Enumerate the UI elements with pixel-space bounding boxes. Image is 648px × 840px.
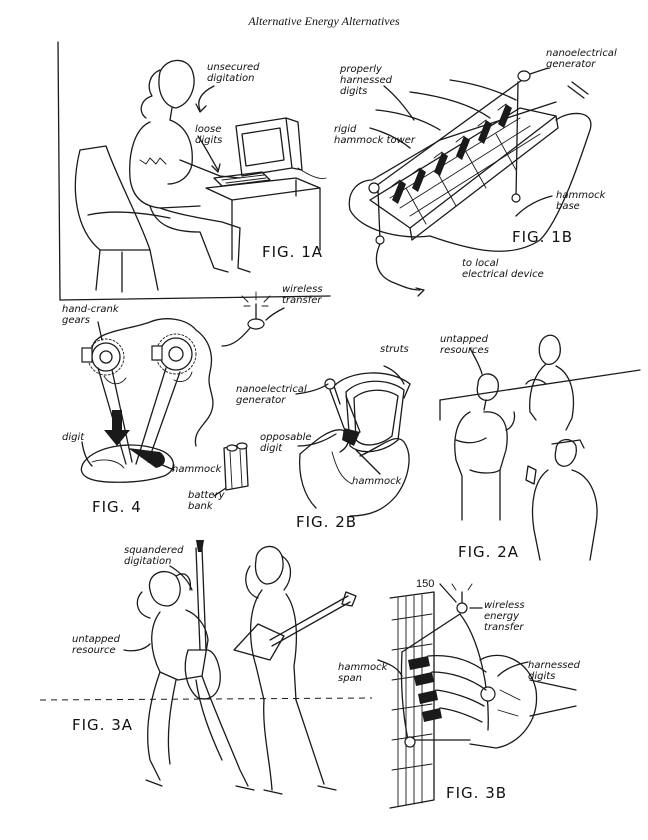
page-title: Alternative Energy Alternatives (248, 14, 400, 28)
label-hammock-fig2b: hammock (352, 476, 402, 487)
label-hammock-fig4: hammock (172, 464, 222, 475)
label-battery-bank: battery bank (188, 490, 225, 512)
fig2a-drawing (439, 334, 641, 561)
caption-fig-1b: FIG. 1B (512, 228, 574, 246)
fig4-drawing (80, 291, 285, 497)
caption-fig-3a: FIG. 3A (72, 716, 134, 734)
label-hand-crank-gears: hand-crank gears (62, 304, 119, 326)
fig3a-drawing (39, 540, 373, 795)
caption-fig-2a: FIG. 2A (458, 543, 520, 561)
label-struts: struts (380, 344, 409, 355)
fig3b-drawing (377, 583, 577, 809)
label-opposable-digit: opposable digit (260, 432, 312, 454)
label-wireless-transfer: wireless transfer (282, 284, 323, 306)
label-unsecured-digitation: unsecured digitation (207, 62, 260, 84)
label-squandered-digitation: squandered digitation (124, 545, 184, 567)
label-rigid-hammock-tower: rigid hammock tower (334, 124, 416, 146)
label-untapped-resources: untapped resources (440, 334, 489, 356)
fig2b-drawing (295, 365, 411, 517)
label-harnessed-digits: harnessed digits (528, 660, 580, 682)
caption-fig-4: FIG. 4 (92, 498, 142, 516)
label-wireless-energy-transfer: wireless energy transfer (484, 600, 525, 633)
label-nanoelectrical-generator-1b: nanoelectrical generator (546, 48, 617, 70)
label-properly-harnessed-digits: properly harnessed digits (340, 64, 392, 97)
label-loose-digits: loose digits (195, 124, 223, 146)
caption-fig-3b: FIG. 3B (446, 784, 508, 802)
label-nanoelectrical-generator-2b: nanoelectrical generator (236, 384, 307, 406)
label-hammock-span: hammock span (338, 662, 388, 684)
label-hammock-base: hammock base (556, 190, 606, 212)
label-digit: digit (62, 432, 85, 443)
fig1a-drawing (57, 41, 331, 301)
caption-fig-2b: FIG. 2B (296, 513, 358, 531)
caption-fig-1a: FIG. 1A (262, 243, 324, 261)
reference-numeral: 150 (416, 578, 435, 590)
label-untapped-resource: untapped resource (72, 634, 120, 656)
fig1b-drawing (348, 67, 592, 297)
label-to-local-electrical-device: to local electrical device (462, 258, 544, 280)
